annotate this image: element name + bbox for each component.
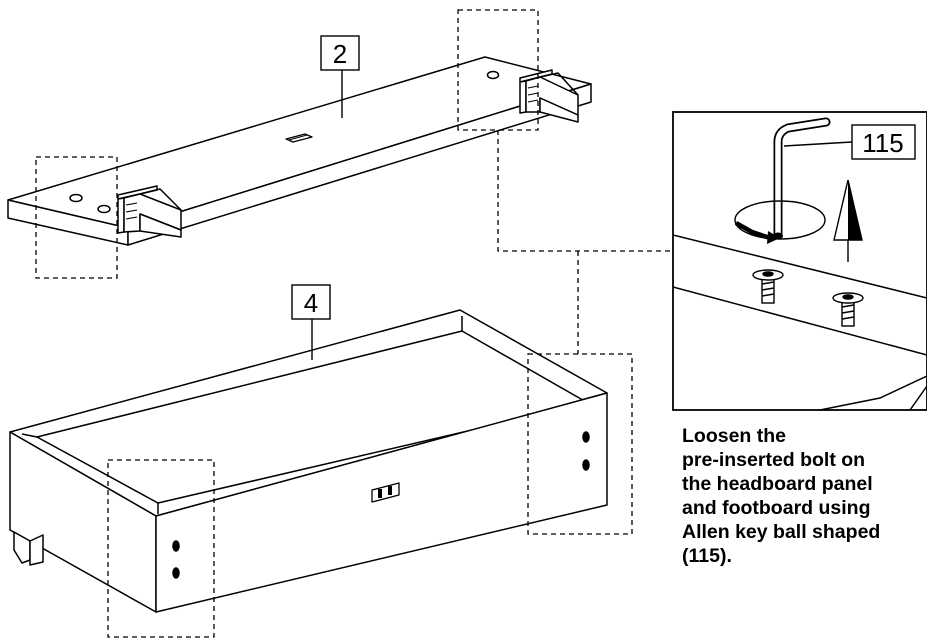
svg-text:2: 2 <box>333 39 347 69</box>
leader-lines <box>311 70 343 360</box>
detail-view: 115 <box>672 111 927 411</box>
lift-arrow-icon <box>833 179 863 262</box>
part-label-2: 2 <box>320 35 360 71</box>
part-label-4: 4 <box>291 284 331 320</box>
instruction-line: pre-inserted bolt on <box>682 449 866 471</box>
instruction-line: the headboard panel <box>682 473 873 495</box>
bed-base-frame <box>9 309 608 613</box>
svg-text:4: 4 <box>304 288 318 318</box>
instruction-line: and footboard using <box>682 497 871 519</box>
rotate-arrow-icon <box>734 200 826 244</box>
headboard-panel <box>7 56 592 246</box>
instruction-text: Loosen the pre-inserted bolt on the head… <box>682 424 927 568</box>
instruction-line: Loosen the <box>682 425 787 447</box>
instruction-line: (115). <box>682 545 732 567</box>
svg-text:115: 115 <box>862 128 903 158</box>
bolt-left-icon <box>752 269 784 304</box>
detail-callouts <box>35 9 673 638</box>
instruction-line: Allen key ball shaped <box>682 521 881 543</box>
part-label-115: 115 <box>851 124 916 160</box>
bolt-right-icon <box>832 292 864 327</box>
